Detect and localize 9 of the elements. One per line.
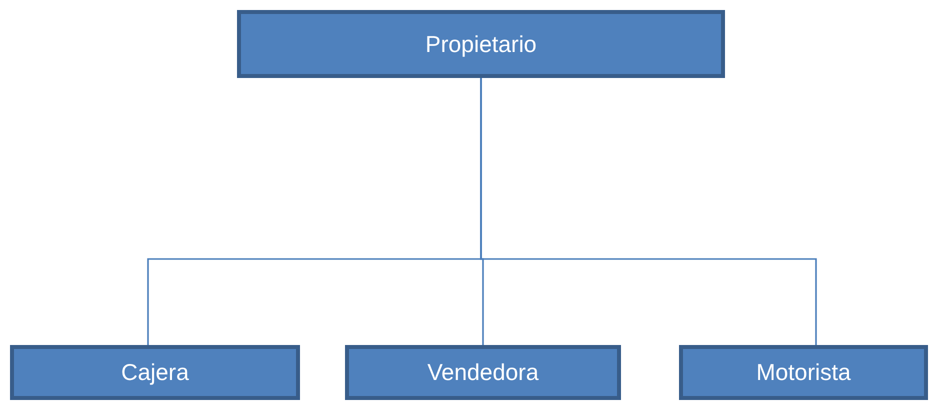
box-label: Vendedora bbox=[427, 359, 539, 386]
box-label: Motorista bbox=[756, 359, 851, 386]
org-box bbox=[10, 345, 300, 400]
org-box bbox=[237, 10, 725, 78]
box-label: Propietario bbox=[425, 30, 537, 58]
org-box bbox=[345, 345, 621, 400]
connector-line bbox=[480, 78, 817, 345]
org-box bbox=[679, 345, 928, 400]
box-label: Cajera bbox=[121, 359, 189, 386]
